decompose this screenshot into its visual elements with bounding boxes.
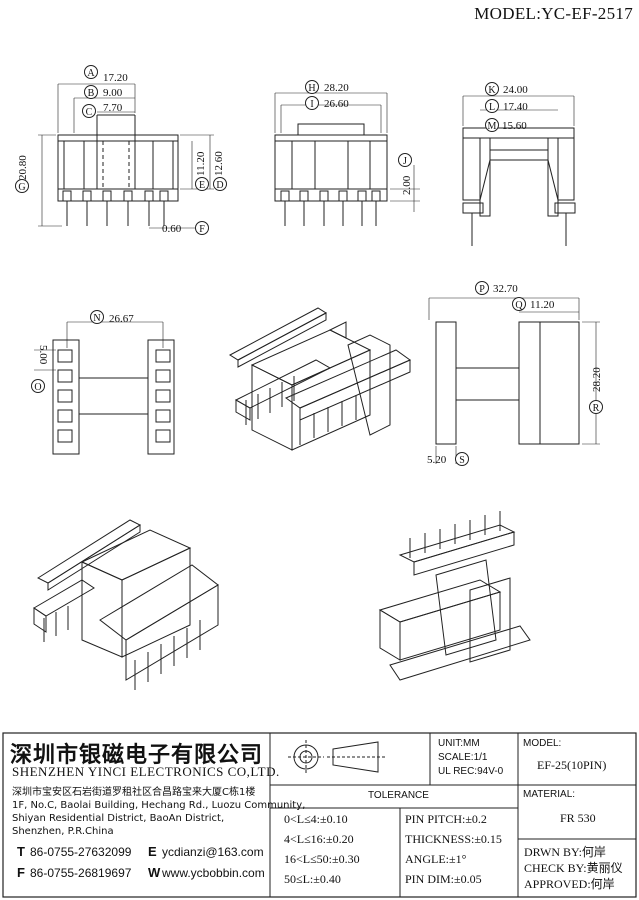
dim-value-I: 26.60 — [324, 98, 349, 110]
isometric-view-1 — [229, 307, 412, 451]
projection-symbol-icon — [288, 740, 385, 774]
dim-letter-O: O — [34, 382, 41, 393]
dim-letter-A: A — [87, 68, 95, 79]
dim-value-Q: 11.20 — [530, 299, 555, 311]
dim-value-R: 28.20 — [591, 367, 603, 392]
dim-value-G: 20.80 — [17, 155, 29, 180]
address-line: 1F, No.C, Baolai Building, Hechang Rd., … — [12, 800, 306, 811]
pin-spec-row: ANGLE:±1° — [405, 852, 467, 866]
bottom-view — [34, 321, 175, 455]
dim-letter-I: I — [310, 99, 313, 110]
pin-spec-row: PIN DIM:±0.05 — [405, 872, 482, 886]
dim-letter-F: F — [199, 224, 205, 235]
dim-letter-C: C — [86, 107, 93, 118]
tolerance-row: 50≤L:±0.40 — [284, 872, 341, 886]
web-icon: W — [148, 865, 161, 880]
address-line: 深圳市宝安区石岩街道罗租社区合昌路宝来大厦C栋1楼 — [12, 787, 256, 798]
dim-letter-E: E — [199, 180, 205, 191]
scale-text: SCALE:1/1 — [438, 752, 488, 763]
dim-value-F: 0.60 — [162, 223, 182, 235]
tolerance-row: 4<L≤16:±0.20 — [284, 832, 354, 846]
phone-number: 86-0755-27632099 — [30, 845, 132, 859]
dim-value-S: 5.20 — [427, 454, 447, 466]
dim-letter-H: H — [308, 83, 315, 94]
pin-spec-row: PIN PITCH:±0.2 — [405, 812, 487, 826]
dim-letter-P: P — [479, 284, 485, 295]
fax-icon: F — [17, 865, 25, 880]
dim-value-A: 17.20 — [103, 72, 128, 84]
dim-letter-K: K — [488, 85, 496, 96]
dim-letter-L: L — [489, 102, 495, 113]
top-view — [428, 297, 600, 464]
dim-letter-G: G — [18, 182, 25, 193]
model-value: EF-25(10PIN) — [537, 758, 607, 772]
dim-value-B: 9.00 — [103, 87, 123, 99]
company-name-cn: 深圳市银磁电子有限公司 — [10, 742, 264, 768]
dim-value-E: 11.20 — [195, 151, 207, 176]
phone-icon: T — [17, 844, 25, 859]
tolerance-title: TOLERANCE — [368, 790, 429, 801]
side-view — [274, 92, 420, 226]
end-view — [462, 95, 576, 246]
email-icon: E — [148, 844, 157, 859]
dim-bubble-A — [84, 65, 98, 79]
isometric-view-2 — [33, 519, 219, 690]
pin-spec-row: THICKNESS:±0.15 — [405, 832, 502, 846]
drawn-by: DRWN BY:何岸 — [524, 845, 606, 859]
address-line: Shenzhen, P.R.China — [12, 826, 114, 837]
title-block-frame — [2, 732, 637, 898]
email-link[interactable]: ycdianzi@163.com — [162, 845, 264, 859]
dim-value-O: 5.00 — [37, 345, 49, 365]
website-link[interactable]: www.ycbobbin.com — [162, 866, 265, 880]
unit-text: UNIT:MM — [438, 738, 480, 749]
address-line: Shiyan Residential District, BaoAn Distr… — [12, 813, 225, 824]
approved-by: APPROVED:何岸 — [524, 877, 615, 891]
dim-letter-M: M — [488, 121, 497, 132]
dim-letter-D: D — [216, 180, 223, 191]
dim-value-N: 26.67 — [109, 313, 134, 325]
front-view — [38, 83, 214, 229]
dim-letter-B: B — [88, 88, 95, 99]
front-view-body — [57, 134, 179, 190]
isometric-view-3 — [378, 511, 531, 681]
dim-value-L: 17.40 — [503, 101, 528, 113]
fax-number: 86-0755-26819697 — [30, 866, 132, 880]
dim-value-D: 12.60 — [213, 151, 225, 176]
dim-letter-N: N — [93, 313, 100, 324]
company-name-en: SHENZHEN YINCI ELECTRONICS CO,LTD. — [12, 764, 280, 779]
material-label: MATERIAL: — [523, 789, 576, 800]
dim-letter-S: S — [459, 455, 465, 466]
model-label: MODEL: — [523, 738, 562, 749]
dim-letter-Q: Q — [515, 300, 523, 311]
dim-letter-J: J — [403, 156, 407, 167]
contact-icons: T F E W — [17, 844, 161, 880]
tolerance-row: 16<L≤50:±0.30 — [284, 852, 360, 866]
tolerance-row: 0<L≤4:±0.10 — [284, 812, 348, 826]
checked-by: CHECK BY:黄丽仪 — [524, 861, 623, 875]
dim-letter-R: R — [593, 403, 600, 414]
ul-rating-text: UL REC:94V-0 — [438, 766, 504, 777]
dim-value-P: 32.70 — [493, 283, 518, 295]
dim-value-C: 7.70 — [103, 102, 123, 114]
material-value: FR 530 — [560, 811, 596, 825]
dim-value-K: 24.00 — [503, 84, 528, 96]
dimension-labels: A 17.20 B 9.00 C 7.70 G 20.80 E 11.20 D … — [15, 65, 603, 466]
dim-value-J: 2.00 — [401, 175, 413, 195]
dim-value-M: 15.60 — [502, 120, 527, 132]
model-header: MODEL:YC-EF-2517 — [474, 4, 633, 23]
dim-value-H: 28.20 — [324, 82, 349, 94]
